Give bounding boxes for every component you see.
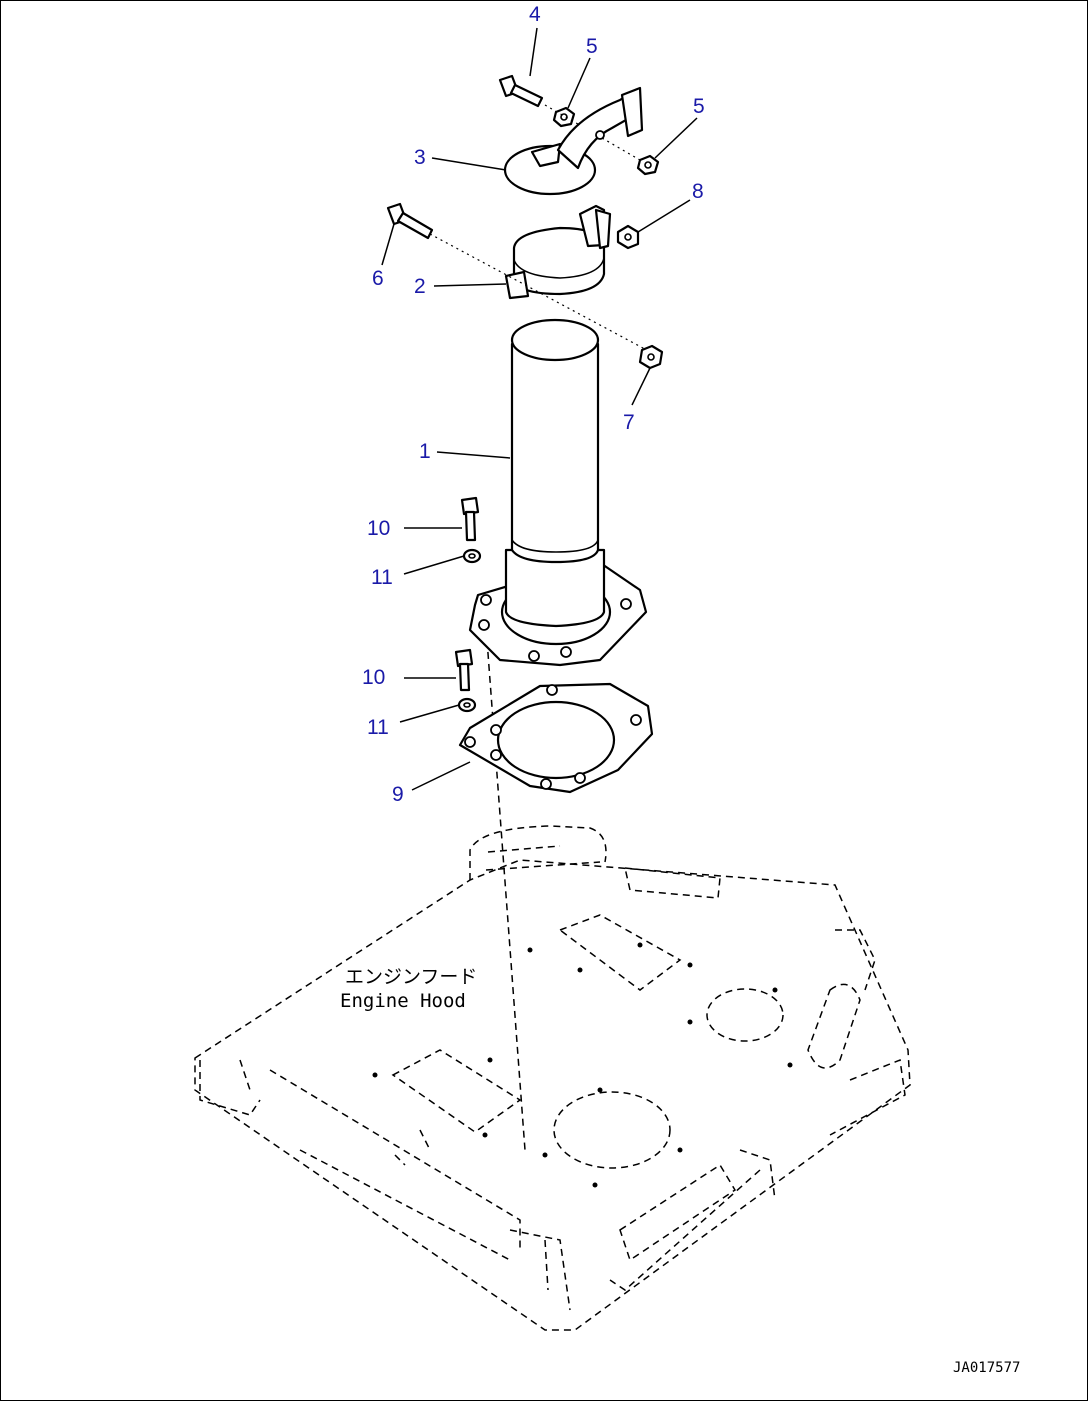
callout-5-right: 5 (693, 95, 705, 118)
washer-part-11-upper (462, 548, 482, 564)
callout-3: 3 (414, 146, 426, 169)
callout-1: 1 (419, 440, 431, 463)
engine-hood-label-jp: エンジンフード (345, 966, 477, 988)
nut-part-8 (616, 224, 640, 250)
callout-5-left: 5 (586, 35, 598, 58)
callout-10-upper: 10 (367, 517, 390, 540)
bolt-part-10-lower (454, 648, 474, 692)
clamp-part-2 (504, 204, 612, 300)
callout-10-lower: 10 (362, 666, 385, 689)
callout-9: 9 (392, 783, 404, 806)
callout-11-lower: 11 (367, 716, 389, 739)
drawing-id: JA017577 (953, 1360, 1020, 1376)
engine-hood (194, 639, 911, 1331)
callout-7: 7 (623, 411, 635, 434)
rain-cap-part-3 (503, 86, 644, 196)
gasket-part-9 (458, 682, 654, 794)
callout-2: 2 (414, 275, 426, 298)
nut-part-5-right (636, 154, 660, 176)
bolt-part-10-upper (460, 496, 480, 542)
callout-8: 8 (692, 180, 704, 203)
nut-part-7 (638, 344, 664, 370)
washer-part-11-lower (457, 697, 477, 713)
callout-6: 6 (372, 267, 384, 290)
exhaust-pipe-part-1 (468, 318, 648, 667)
leader-lines (381, 27, 698, 791)
callout-11-upper: 11 (371, 566, 393, 589)
nut-part-5-left (552, 106, 576, 128)
bolt-part-4 (498, 74, 544, 108)
engine-hood-label-en: Engine Hood (340, 990, 466, 1012)
bolt-part-6 (386, 202, 434, 240)
callout-4: 4 (529, 3, 541, 26)
